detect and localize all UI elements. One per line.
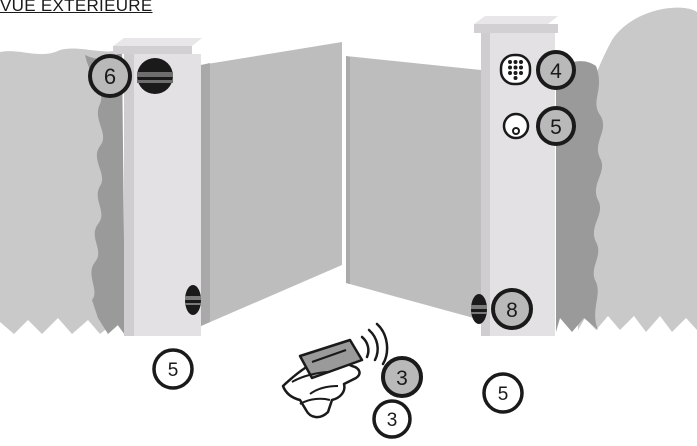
signal-waves-icon	[360, 322, 389, 366]
marker-label: 4	[550, 60, 562, 83]
flash-light-icon	[137, 58, 173, 94]
left-hedge	[0, 48, 125, 335]
marker-label: 3	[387, 410, 398, 431]
marker-label: 5	[550, 116, 562, 139]
marker-3-remote-grey: 3	[381, 356, 423, 398]
marker-label: 5	[498, 384, 509, 405]
remote-control-icon	[281, 338, 364, 419]
marker-8-photocell: 8	[491, 288, 533, 330]
marker-4-keypad: 4	[536, 50, 576, 90]
marker-5-key-switch: 5	[536, 106, 576, 146]
marker-6-flash-light: 6	[88, 54, 132, 98]
keypad-icon	[499, 53, 532, 86]
photocell-icon	[471, 294, 487, 324]
marker-label: 3	[396, 367, 408, 390]
marker-5-right-ground: 5	[482, 372, 524, 414]
marker-5-left-ground: 5	[152, 348, 194, 390]
marker-label: 6	[104, 64, 116, 89]
key-switch-icon	[502, 112, 530, 140]
marker-3-remote-white: 3	[372, 399, 412, 439]
gate-right-leaf	[346, 56, 481, 320]
photocell-icon	[185, 285, 201, 315]
gate-left-leaf	[201, 42, 342, 326]
right-hedge	[556, 7, 697, 333]
page-title: VUE EXTÉRIEURE	[0, 0, 153, 15]
marker-label: 5	[168, 360, 179, 381]
marker-label: 8	[506, 299, 518, 322]
